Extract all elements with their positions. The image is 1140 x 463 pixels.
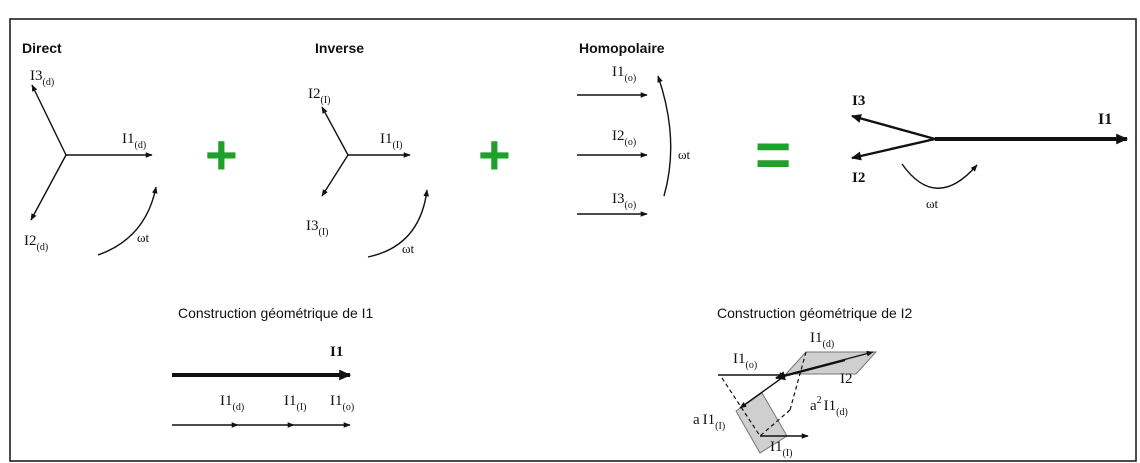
inverse-sequence: Inverse I2(I) I1(I) I3(I) ωt [306, 40, 429, 258]
inverse-i2-vector [321, 106, 349, 156]
result-rotation-arrow [901, 163, 978, 189]
direct-i3-label: I3(d) [30, 68, 54, 88]
direct-sequence: Direct I3(d) I1(d) I2(d) ωt [22, 40, 158, 256]
direct-i1-label: I1(d) [122, 131, 146, 151]
construction-i2-dashed-right [789, 351, 807, 411]
homopolaire-sequence: Homopolaire I1(o) I2(o) I3(o) ωt [577, 40, 691, 217]
construction-i2-i2-label: I2 [840, 371, 853, 387]
construction-i2-a2-vector [739, 374, 787, 409]
construction-i2: Construction géométrique de I2 I1(d) I1(… [693, 305, 913, 459]
inverse-rotation-arrow [367, 189, 429, 258]
plus-operator-1: + [205, 123, 238, 186]
diagram-frame [9, 18, 1137, 462]
result-i3-label: I3 [852, 93, 865, 109]
result-system: I1 I3 I2 ωt [851, 93, 1129, 211]
construction-i1: Construction géométrique de I1 I1 I1(d) … [172, 305, 374, 428]
direct-title: Direct [22, 40, 62, 56]
inverse-i2-label: I2(I) [308, 86, 331, 106]
construction-i2-i2-vector [775, 358, 846, 381]
construction-i1-sum-label: I1 [330, 344, 343, 360]
result-i1-label: I1 [1098, 111, 1112, 128]
result-i2-label: I2 [852, 170, 865, 186]
homopolaire-i2-label: I2(o) [612, 128, 636, 148]
inverse-omega-t-label: ωt [402, 241, 415, 256]
equals-operator: = [755, 121, 791, 190]
homopolaire-omega-t-label: ωt [678, 147, 691, 162]
result-omega-t-label: ωt [926, 196, 939, 211]
homopolaire-i3-label: I3(o) [612, 191, 636, 211]
construction-i1d-label: I1(d) [220, 393, 244, 413]
direct-i2-label: I2(d) [24, 233, 48, 253]
construction-i2-i1i-label: I1(I) [770, 439, 793, 459]
plus-operator-2: + [478, 123, 511, 186]
result-i3-vector [851, 114, 936, 141]
construction-i2-i1o-label: I1(o) [733, 351, 757, 371]
construction-i1-title: Construction géométrique de I1 [178, 305, 374, 321]
homopolaire-rotation-arrow [657, 75, 672, 197]
homopolaire-i1-label: I1(o) [612, 64, 636, 84]
construction-i2-i1d-label: I1(d) [810, 330, 834, 350]
direct-i2-vector [30, 154, 67, 221]
construction-i1i-label: I1(I) [284, 393, 307, 413]
inverse-title: Inverse [315, 40, 364, 56]
inverse-i1-label: I1(I) [380, 131, 403, 151]
construction-i2-title: Construction géométrique de I2 [717, 305, 913, 321]
inverse-i3-vector [321, 154, 349, 197]
construction-i1o-label: I1(o) [330, 393, 354, 413]
construction-i2-dashed-left [721, 377, 761, 437]
inverse-i3-label: I3(I) [306, 218, 329, 238]
result-i2-vector [851, 137, 936, 161]
homopolaire-title: Homopolaire [579, 40, 665, 56]
direct-i3-vector [31, 84, 67, 156]
direct-rotation-arrow [97, 186, 158, 256]
direct-omega-t-label: ωt [137, 230, 150, 245]
